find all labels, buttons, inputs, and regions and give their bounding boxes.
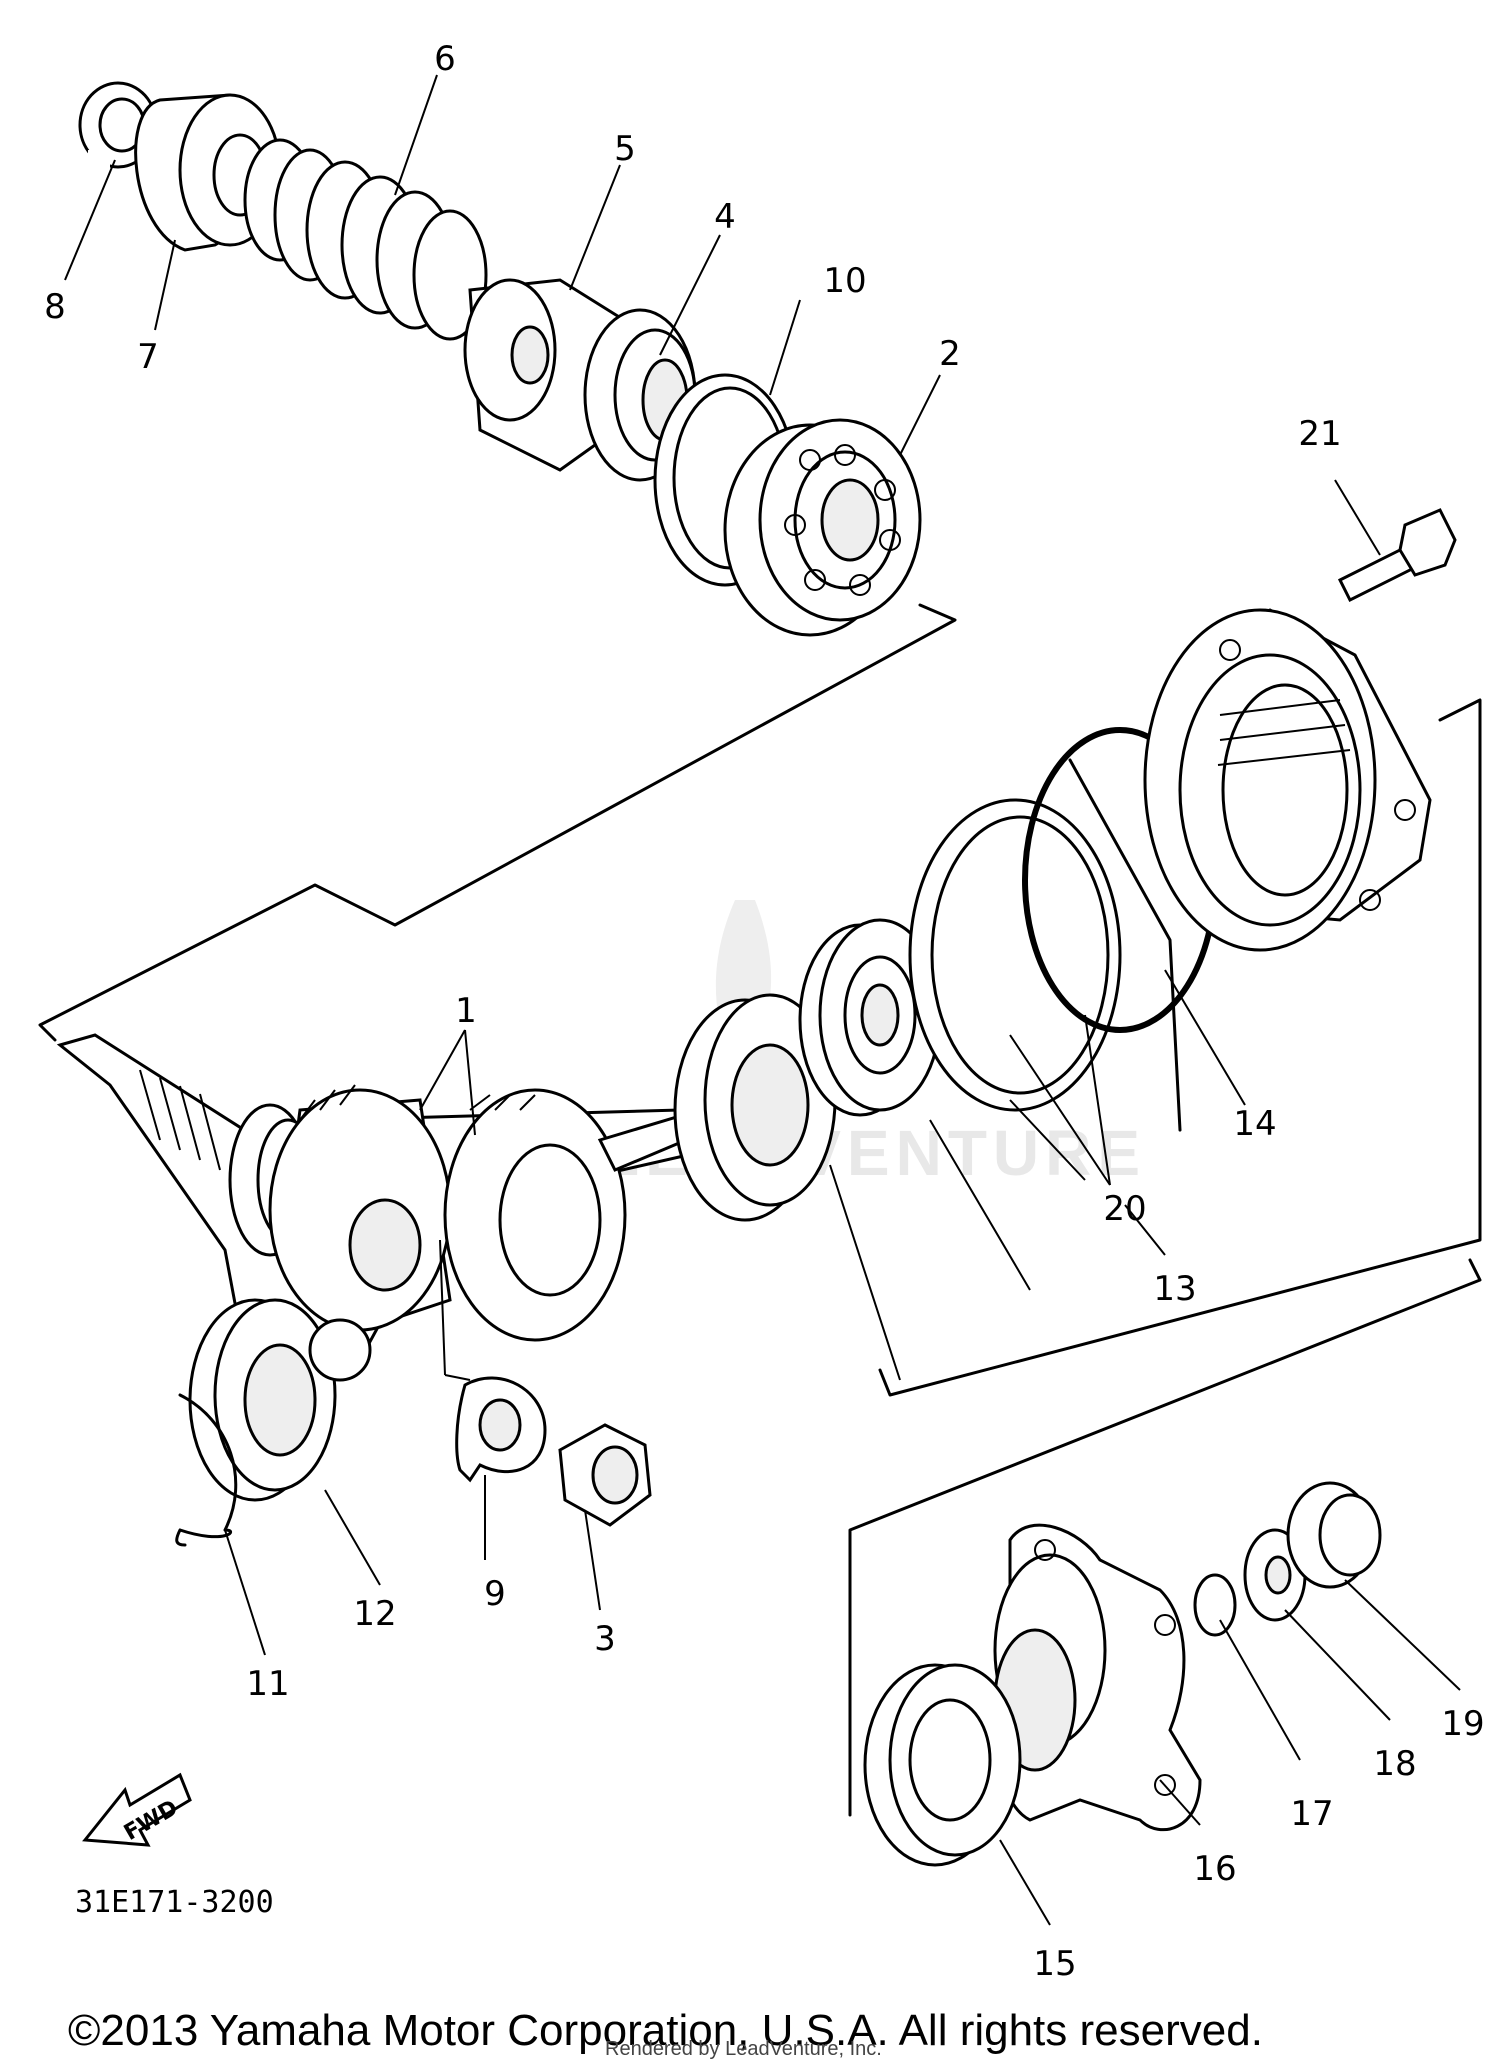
callout-17: 17 <box>1290 1794 1333 1834</box>
callout-6: 6 <box>434 39 456 79</box>
leader-lines <box>64 74 1461 1926</box>
part-5-cam-dog <box>463 278 642 472</box>
part-9-lock-washer <box>455 1376 547 1483</box>
callout-13: 13 <box>1153 1269 1196 1309</box>
copyright-notice: ©2013 Yamaha Motor Corporation, U.S.A. A… <box>68 2006 1263 2055</box>
diagram-part-code: 31E171-3200 <box>75 1885 274 1920</box>
bearing-housing <box>1143 608 1432 952</box>
callout-14: 14 <box>1233 1104 1276 1144</box>
callout-19: 19 <box>1441 1704 1484 1744</box>
rendered-by-notice: Rendered by LeadVenture, Inc. <box>605 2038 882 2059</box>
callout-2: 2 <box>939 334 961 374</box>
group-bracket-flange <box>848 1258 1482 1817</box>
main-shaft-assembly <box>56 1033 722 1547</box>
callout-21: 21 <box>1298 414 1341 454</box>
part-17-o-ring <box>1193 1573 1237 1637</box>
callout-7: 7 <box>137 337 159 377</box>
callout-15: 15 <box>1033 1944 1076 1984</box>
part-1-bevel-gears <box>268 1084 627 1342</box>
callout-10: 10 <box>823 261 866 301</box>
bearing-housing-group <box>673 608 1482 1397</box>
part-6-spring <box>243 138 488 341</box>
part-19-nut <box>1286 1481 1382 1589</box>
callout-18: 18 <box>1373 1744 1416 1784</box>
part-15-oil-seal <box>863 1663 1022 1867</box>
callout-12: 12 <box>353 1594 396 1634</box>
part-16-flange <box>993 1523 1202 1831</box>
flange-assembly <box>848 1258 1482 1867</box>
callout-numbers: 6 5 4 10 2 8 7 21 1 14 20 13 12 9 3 11 1… <box>44 39 1484 1984</box>
part-21-bolt <box>1337 508 1457 603</box>
callout-9: 9 <box>484 1574 506 1614</box>
callout-11: 11 <box>246 1664 289 1704</box>
group-bracket-13 <box>878 698 1482 1397</box>
part-12-bearing <box>188 1298 372 1502</box>
callout-4: 4 <box>714 197 736 237</box>
callout-3: 3 <box>594 1619 616 1659</box>
part-2-bearing <box>723 418 922 637</box>
forward-direction-arrow: FWD <box>82 1772 192 1847</box>
top-shaft-assembly <box>78 81 922 637</box>
callout-5: 5 <box>614 129 636 169</box>
callout-16: 16 <box>1193 1849 1236 1889</box>
callout-20: 20 <box>1103 1189 1146 1229</box>
part-3-nut <box>558 1423 652 1527</box>
callout-8: 8 <box>44 287 66 327</box>
callout-1: 1 <box>455 991 477 1031</box>
group-bracket-top <box>38 603 957 1042</box>
part-20-shims <box>908 798 1122 1112</box>
part-11-circlip <box>175 1393 238 1547</box>
